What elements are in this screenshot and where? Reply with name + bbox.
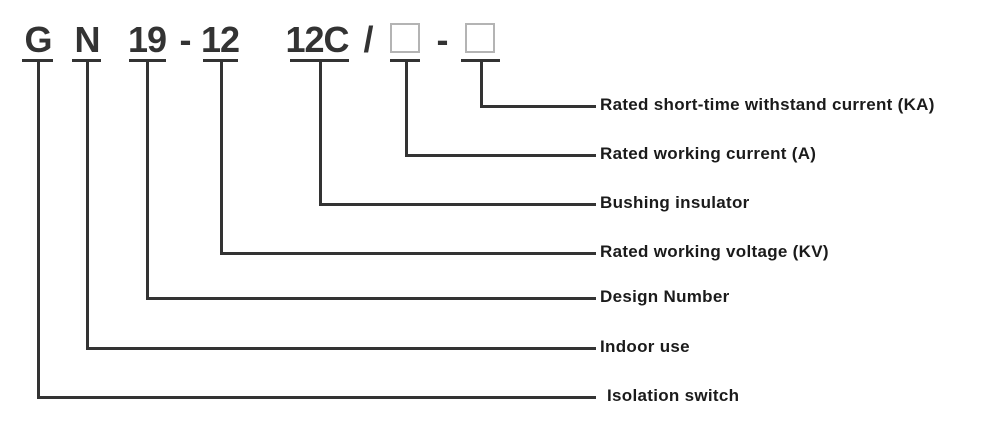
connector-vertical-working-current — [405, 62, 408, 157]
underline-installation — [72, 59, 101, 62]
code-design-number: 19 — [127, 19, 167, 60]
underline-series — [22, 59, 53, 62]
underline-voltage — [203, 59, 238, 62]
connector-horizontal-withstand-current — [480, 105, 596, 108]
label-bushing-insulator: Bushing insulator — [600, 193, 750, 212]
placeholder-box-withstand-current-icon — [465, 23, 495, 53]
connector-vertical-bushing-insulator — [319, 62, 322, 206]
underline-working-current — [390, 59, 420, 62]
connector-horizontal-working-voltage — [220, 252, 596, 255]
code-voltage: 12 — [200, 19, 240, 60]
connector-horizontal-isolation-switch — [37, 396, 596, 399]
code-bushing: 12C — [285, 19, 349, 60]
underline-withstand-current — [461, 59, 500, 62]
label-working-current: Rated working current (A) — [600, 144, 817, 163]
code-separator-2: - — [436, 19, 449, 60]
connector-horizontal-indoor-use — [86, 347, 596, 350]
label-design-number: Design Number — [600, 287, 730, 306]
label-indoor-use: Indoor use — [600, 337, 690, 356]
code-installation-letter: N — [74, 19, 101, 60]
code-slash: / — [363, 19, 373, 60]
connector-horizontal-working-current — [405, 154, 596, 157]
label-withstand-current: Rated short-time withstand current (KA) — [600, 95, 935, 114]
code-series-letter: G — [24, 19, 52, 60]
connector-vertical-design-number — [146, 62, 149, 300]
connector-vertical-withstand-current — [480, 62, 483, 108]
label-isolation-switch: Isolation switch — [607, 386, 740, 405]
placeholder-box-working-current-icon — [390, 23, 420, 53]
connector-vertical-working-voltage — [220, 62, 223, 255]
underline-design-number — [129, 59, 166, 62]
label-working-voltage: Rated working voltage (KV) — [600, 242, 829, 261]
connector-horizontal-bushing-insulator — [319, 203, 596, 206]
connector-vertical-indoor-use — [86, 62, 89, 350]
underline-bushing — [290, 59, 349, 62]
code-separator-1: - — [179, 19, 192, 60]
connector-horizontal-design-number — [146, 297, 596, 300]
connector-vertical-isolation-switch — [37, 62, 40, 399]
